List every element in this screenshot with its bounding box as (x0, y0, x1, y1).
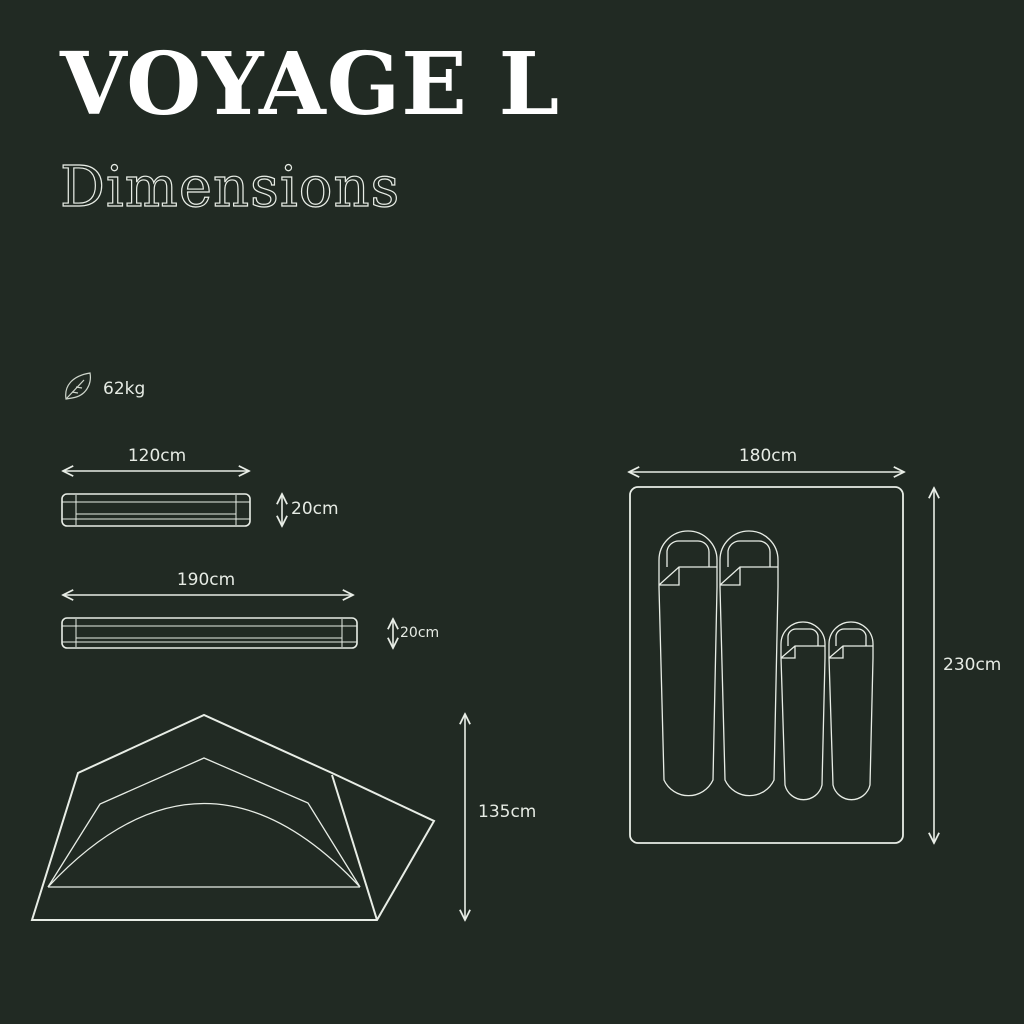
sleeping-bag-child (780, 621, 826, 801)
sleeping-bag-adult (719, 530, 779, 797)
product-title: VOYAGE L (60, 34, 561, 135)
packed-large-length-label: 190cm (176, 570, 236, 590)
packed-bag-small (61, 471, 282, 526)
packed-small-length-label: 120cm (127, 446, 187, 466)
packed-small-height-label: 20cm (291, 499, 339, 519)
sleeping-bag-child (828, 621, 874, 801)
packed-large-height-label: 20cm (400, 625, 440, 641)
floor-length-label: 230cm (943, 655, 1002, 675)
tent-side-view (30, 714, 465, 920)
floor-plan (629, 472, 934, 843)
feather-leaf-icon (65, 372, 91, 400)
tent-height-label: 135cm (478, 802, 537, 822)
weight-label: 62kg (103, 379, 146, 399)
section-subtitle: Dimensions (59, 155, 401, 220)
sleeping-bag-adult (658, 530, 718, 797)
packed-bag-large (61, 595, 393, 648)
floor-width-label: 180cm (738, 446, 798, 466)
